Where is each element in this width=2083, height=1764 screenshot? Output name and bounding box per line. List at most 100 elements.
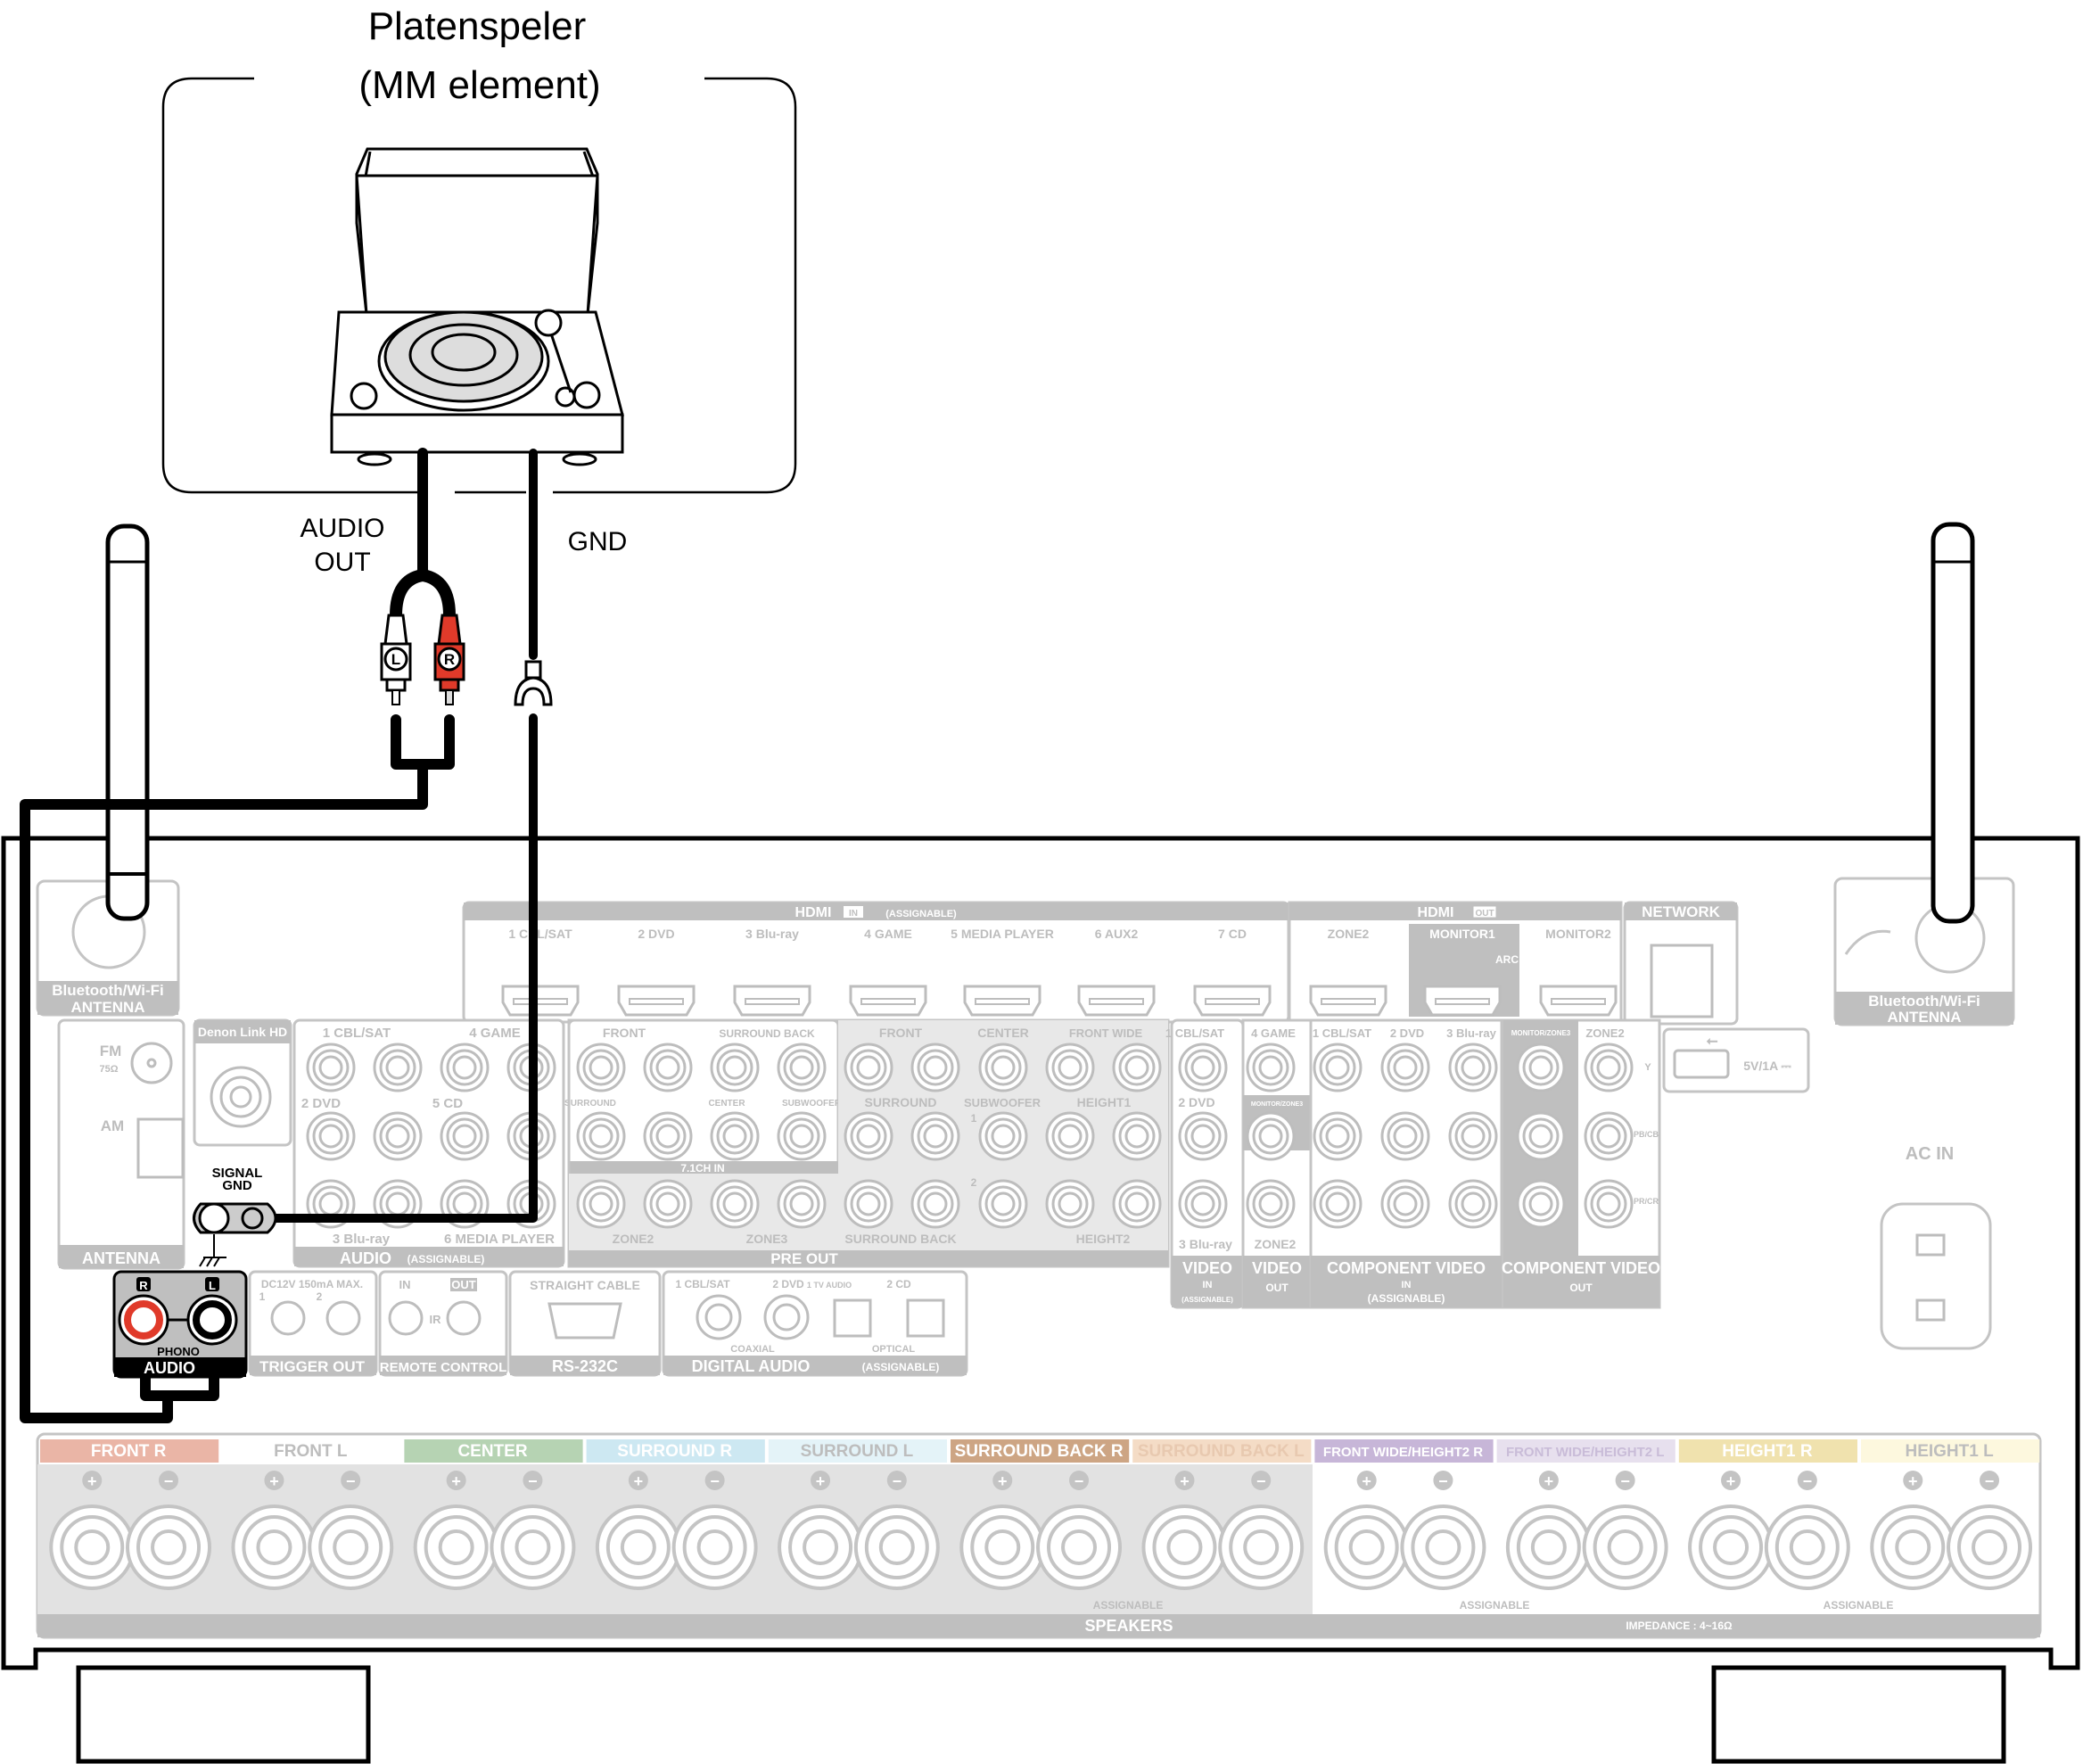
ir-out-jack[interactable] (446, 1300, 482, 1336)
video-jack[interactable] (1584, 1111, 1634, 1161)
pre-out-jack[interactable] (844, 1179, 893, 1229)
speaker-terminal[interactable] (671, 1504, 758, 1590)
speaker-terminal[interactable] (1323, 1504, 1410, 1590)
ac-inlet[interactable] (1880, 1202, 1992, 1350)
hdmi-in-port[interactable] (733, 985, 811, 1017)
speaker-terminal[interactable] (1870, 1504, 1956, 1590)
trigger-jack-1[interactable] (270, 1300, 306, 1336)
video-jack[interactable] (1380, 1179, 1430, 1229)
video-jack[interactable] (1448, 1111, 1498, 1161)
video-jack[interactable] (1313, 1043, 1363, 1092)
pre-out-jack[interactable] (576, 1179, 626, 1229)
speaker-terminal[interactable] (49, 1504, 136, 1590)
speaker-terminal[interactable] (778, 1504, 864, 1590)
speaker-terminal[interactable] (1141, 1504, 1228, 1590)
speaker-terminal[interactable] (1400, 1504, 1486, 1590)
audio-in-jack[interactable] (440, 1111, 490, 1161)
pre-out-jack[interactable] (978, 1043, 1028, 1092)
speaker-terminal[interactable] (959, 1504, 1046, 1590)
pre-out-jack[interactable] (910, 1043, 960, 1092)
speaker-terminal[interactable] (1947, 1504, 2033, 1590)
video-jack[interactable] (1246, 1111, 1296, 1161)
audio-in-jack[interactable] (306, 1111, 356, 1161)
speaker-terminal[interactable] (1036, 1504, 1123, 1590)
video-jack[interactable] (1178, 1111, 1228, 1161)
speaker-terminal[interactable] (308, 1504, 394, 1590)
pre-out-jack[interactable] (1045, 1043, 1095, 1092)
trigger-jack-2[interactable] (325, 1300, 361, 1336)
ch71-in-jack[interactable] (576, 1043, 626, 1092)
speaker-terminal[interactable] (1218, 1504, 1305, 1590)
pre-out-jack[interactable] (844, 1111, 893, 1161)
pre-out-jack[interactable] (1045, 1179, 1095, 1229)
pre-out-jack[interactable] (978, 1179, 1028, 1229)
speaker-terminal[interactable] (595, 1504, 681, 1590)
video-jack[interactable] (1246, 1179, 1296, 1229)
hdmi-in-port[interactable] (1193, 985, 1272, 1017)
speaker-terminal[interactable] (490, 1504, 576, 1590)
video-jack[interactable] (1380, 1111, 1430, 1161)
ch71-in-jack[interactable] (710, 1111, 760, 1161)
pre-out-jack[interactable] (978, 1111, 1028, 1161)
am-terminal[interactable] (136, 1117, 185, 1179)
speaker-terminal[interactable] (413, 1504, 499, 1590)
hdmi-in-port[interactable] (963, 985, 1042, 1017)
video-jack[interactable] (1516, 1043, 1566, 1092)
pre-out-jack[interactable] (1112, 1111, 1162, 1161)
optical2-port[interactable] (906, 1298, 945, 1338)
speaker-terminal[interactable] (853, 1504, 940, 1590)
pre-out-jack[interactable] (710, 1179, 760, 1229)
pre-out-jack[interactable] (1112, 1043, 1162, 1092)
video-jack[interactable] (1516, 1111, 1566, 1161)
ir-in-jack[interactable] (388, 1300, 424, 1336)
pre-out-jack[interactable] (1045, 1111, 1095, 1161)
hdmi-in-port[interactable] (1077, 985, 1156, 1017)
pre-out-jack[interactable] (910, 1111, 960, 1161)
ch71-in-jack[interactable] (777, 1111, 827, 1161)
hdmi-in-port[interactable] (849, 985, 927, 1017)
rs232-port[interactable] (548, 1302, 622, 1339)
hdmi-out-port[interactable] (1539, 985, 1618, 1017)
ch71-in-jack[interactable] (777, 1043, 827, 1092)
hdmi-out-port[interactable] (1309, 985, 1387, 1017)
pre-out-jack[interactable] (643, 1179, 693, 1229)
video-jack[interactable] (1584, 1043, 1634, 1092)
video-jack[interactable] (1178, 1179, 1228, 1229)
audio-in-jack[interactable] (306, 1043, 356, 1092)
video-jack[interactable] (1246, 1043, 1296, 1092)
cables (20, 448, 538, 1423)
hdmi-out-port[interactable] (1423, 985, 1502, 1017)
speaker-terminal[interactable] (231, 1504, 317, 1590)
signal-gnd-terminal[interactable]: SIGNAL GND (193, 1166, 277, 1267)
ch71-in-jack[interactable] (710, 1043, 760, 1092)
hdmi-in-port[interactable] (617, 985, 696, 1017)
pre-out-jack[interactable] (844, 1043, 893, 1092)
video-jack[interactable] (1448, 1043, 1498, 1092)
speaker-channel-label: HEIGHT1 L (1905, 1442, 1994, 1461)
video-jack[interactable] (1448, 1179, 1498, 1229)
pre-out-jack[interactable] (777, 1179, 827, 1229)
speaker-terminal[interactable] (1505, 1504, 1592, 1590)
ch71-in-jack[interactable] (576, 1111, 626, 1161)
usb-port[interactable] (1673, 1049, 1730, 1079)
speaker-terminal[interactable] (1764, 1504, 1850, 1590)
audio-in-jack[interactable] (440, 1043, 490, 1092)
video-jack[interactable] (1313, 1111, 1363, 1161)
optical1-port[interactable] (833, 1298, 872, 1338)
speaker-terminal[interactable] (126, 1504, 212, 1590)
video-jack[interactable] (1516, 1179, 1566, 1229)
ch71-in-jack[interactable] (643, 1043, 693, 1092)
pre-out-jack[interactable] (1112, 1179, 1162, 1229)
video-jack[interactable] (1380, 1043, 1430, 1092)
hdmi-in-port[interactable] (501, 985, 580, 1017)
audio-in-jack[interactable] (373, 1111, 423, 1161)
audio-in-jack[interactable] (373, 1043, 423, 1092)
speaker-terminal[interactable] (1582, 1504, 1668, 1590)
video-jack[interactable] (1178, 1043, 1228, 1092)
ch71-in-jack[interactable] (643, 1111, 693, 1161)
ethernet-port[interactable] (1650, 944, 1714, 1018)
speaker-terminal[interactable] (1688, 1504, 1774, 1590)
video-jack[interactable] (1313, 1179, 1363, 1229)
video-jack[interactable] (1584, 1179, 1634, 1229)
pre-out-jack[interactable] (910, 1179, 960, 1229)
